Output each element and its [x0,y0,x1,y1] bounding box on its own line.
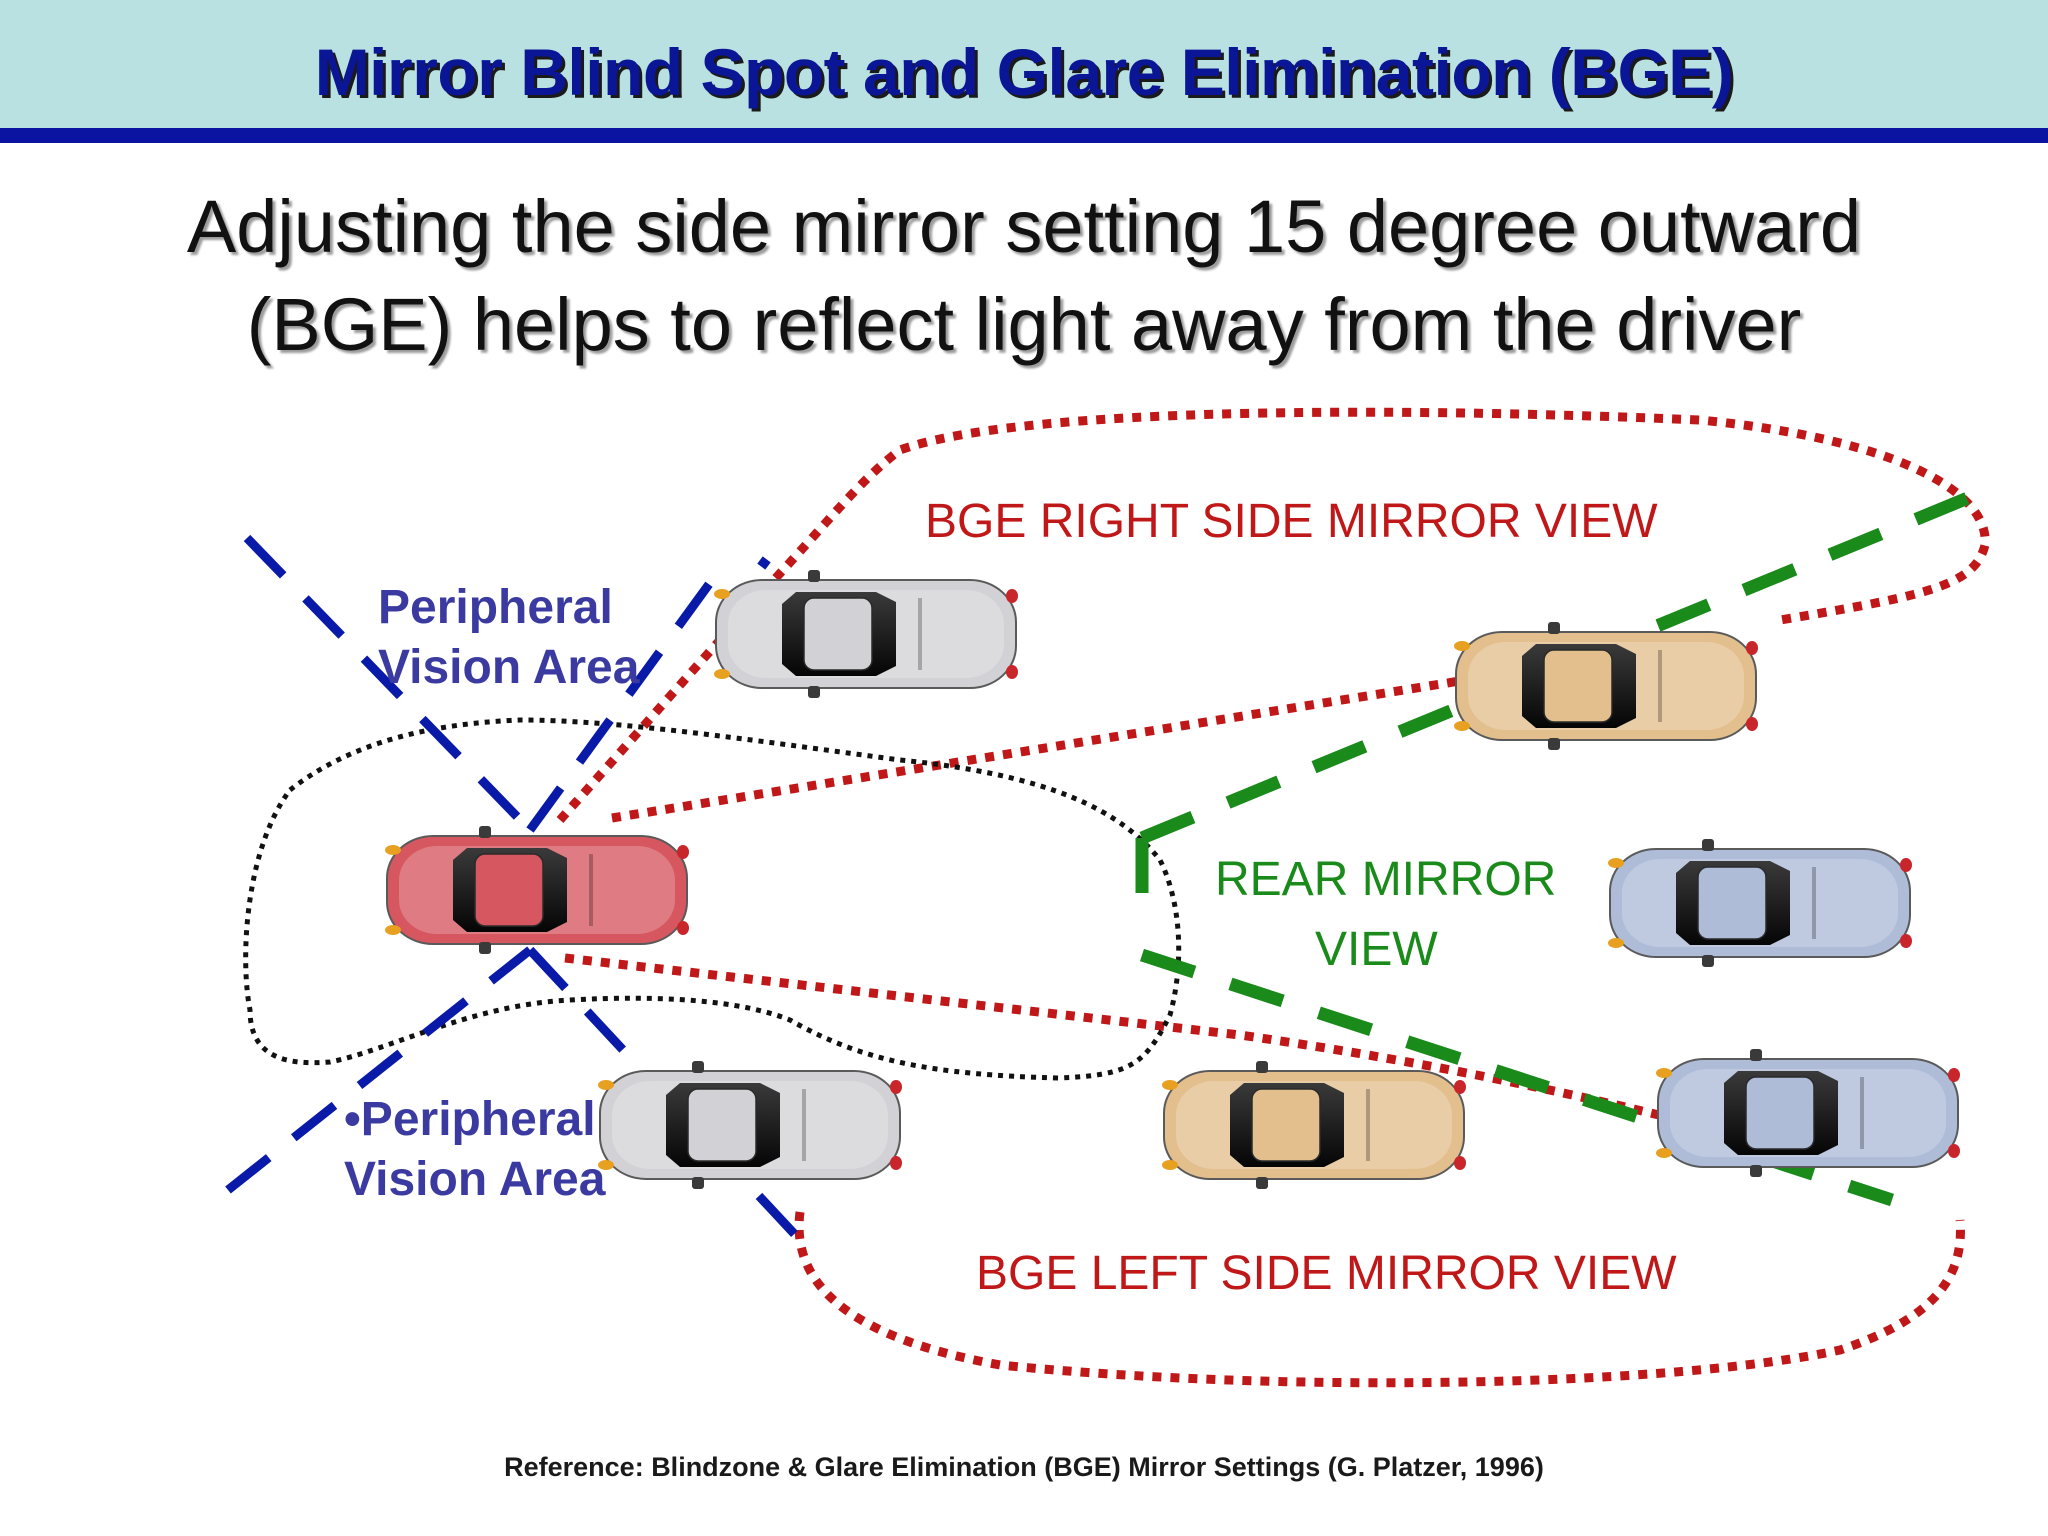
peripheral-label-top-line-1: Peripheral [378,581,613,634]
car-side-mirror [479,826,491,838]
car-side-mirror [1256,1061,1268,1073]
car-driver [385,826,689,954]
car-side-mirror [1750,1049,1762,1061]
bge-left-zone-outline [794,1211,1965,1388]
car-hood-seam [918,598,922,670]
car-headlight [598,1160,614,1170]
car-hood-seam [1812,867,1816,939]
car-roof [1745,1076,1815,1150]
peripheral-line-upper-right-tip [757,556,771,570]
rear-mirror-label-line-2: VIEW [1315,923,1438,976]
car-side-mirror [1702,955,1714,967]
car-side-mirror [1256,1177,1268,1189]
car-taillight [1746,717,1758,731]
peripheral-label-top: Peripheral Vision Area [378,578,639,698]
car-side-mirror [692,1061,704,1073]
peripheral-line-upper-right [526,562,727,833]
reference-citation: Reference: Blindzone & Glare Elimination… [504,1452,1544,1482]
car-roof [687,1088,757,1162]
bge-left-zone-upper-edge [564,953,1722,1135]
car-headlight [714,669,730,679]
car-headlight [1454,721,1470,731]
peripheral-line-upper-left [243,534,534,834]
car-taillight [1948,1068,1960,1082]
car-top-right-tan [1454,622,1758,750]
car-headlight [714,589,730,599]
car-headlight [385,845,401,855]
car-roof [1543,649,1613,723]
bge-right-zone-lower-edge [611,663,1541,823]
peripheral-label-bottom-line-2: Vision Area [344,1153,606,1206]
title-underline [0,128,2048,143]
car-side-mirror [1548,738,1560,750]
subtitle: Adjusting the side mirror setting 15 deg… [80,178,1968,374]
bge-right-zone [556,407,1990,823]
car-taillight [677,921,689,935]
car-headlight [1162,1160,1178,1170]
car-taillight [1006,589,1018,603]
car-headlight [1656,1068,1672,1078]
car-headlight [598,1080,614,1090]
car-taillight [890,1080,902,1094]
car-taillight [1454,1156,1466,1170]
car-side-mirror [1750,1165,1762,1177]
car-headlight [1162,1080,1178,1090]
car-taillight [1746,641,1758,655]
car-taillight [1454,1080,1466,1094]
car-roof [803,597,873,671]
car-roof [474,853,544,927]
bge-left-zone [564,953,1965,1388]
car-taillight [677,845,689,859]
car-bottom-right-blue [1656,1049,1960,1177]
car-right-blue [1608,839,1912,967]
driver-zone-outline [243,717,1182,1081]
car-taillight [890,1156,902,1170]
car-taillight [1948,1144,1960,1158]
car-headlight [1454,641,1470,651]
car-side-mirror [1548,622,1560,634]
car-top-left-white [714,570,1018,698]
car-headlight [1608,858,1624,868]
car-side-mirror [692,1177,704,1189]
peripheral-label-top-line-2: Vision Area [378,641,640,694]
slide-title: Mirror Blind Spot and Glare Elimination … [314,35,1734,109]
car-hood-seam [1366,1089,1370,1161]
car-hood-seam [1860,1077,1864,1149]
car-headlight [385,925,401,935]
car-side-mirror [808,686,820,698]
bge-right-label: BGE RIGHT SIDE MIRROR VIEW [925,495,1658,548]
car-side-mirror [1702,839,1714,851]
car-side-mirror [479,942,491,954]
rear-mirror-zone-upper-edge [1139,486,1983,845]
car-taillight [1006,665,1018,679]
car-bottom-tan [1162,1061,1466,1189]
peripheral-label-bottom-line-1: •Peripheral [344,1093,596,1146]
car-headlight [1656,1148,1672,1158]
car-roof [1251,1088,1321,1162]
car-side-mirror [808,570,820,582]
rear-mirror-label-line-1: REAR MIRROR [1215,853,1557,906]
subtitle-line-1: Adjusting the side mirror setting 15 deg… [186,185,1862,268]
car-hood-seam [589,854,593,926]
subtitle-line-2: (BGE) helps to reflect light away from t… [246,283,1802,366]
bge-left-label: BGE LEFT SIDE MIRROR VIEW [976,1247,1677,1300]
car-headlight [1608,938,1624,948]
title-bar [0,0,2048,128]
car-taillight [1900,858,1912,872]
car-hood-seam [802,1089,806,1161]
car-taillight [1900,934,1912,948]
peripheral-label-bottom: •Peripheral Vision Area [344,1090,605,1210]
car-roof [1697,866,1767,940]
car-hood-seam [1658,650,1662,722]
peripheral-line-lower-left [225,946,533,1194]
car-bottom-left-white [598,1061,902,1189]
